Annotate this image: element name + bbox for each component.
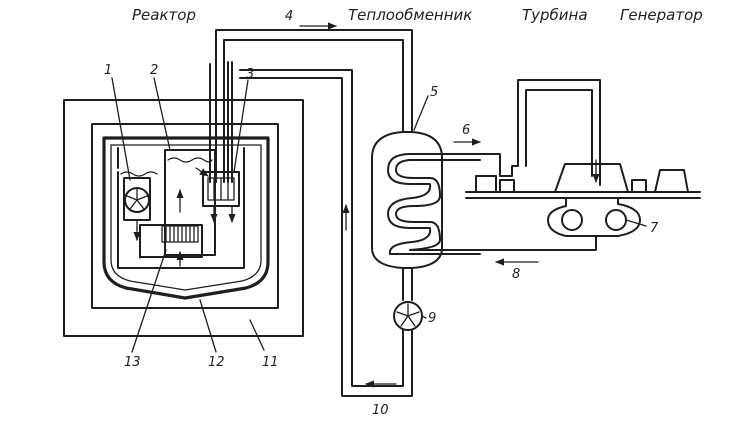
pump-impeller-icon xyxy=(393,301,423,331)
callout-9: 9 xyxy=(428,311,436,326)
fuel-elements xyxy=(161,225,199,243)
callout-3: 3 xyxy=(246,67,254,82)
callout-11: 11 xyxy=(262,355,279,370)
callout-leaders xyxy=(111,77,647,353)
return-pipe xyxy=(239,69,413,397)
header-generator: Генератор xyxy=(620,6,703,24)
callout-7: 7 xyxy=(650,221,659,236)
header-reactor: Реактор xyxy=(132,6,196,24)
callout-2: 2 xyxy=(150,63,158,78)
callout-4: 4 xyxy=(285,9,293,24)
steam-generator xyxy=(371,131,481,301)
condenser xyxy=(479,197,641,266)
callout-12: 12 xyxy=(208,355,225,370)
primary-loop-pipe xyxy=(209,22,413,183)
callout-1: 1 xyxy=(104,63,112,78)
pump-impeller-icon xyxy=(123,177,151,259)
reactor-vessel xyxy=(102,136,270,300)
inner-tank xyxy=(117,147,245,269)
callout-5: 5 xyxy=(430,85,438,100)
callout-13: 13 xyxy=(124,355,141,370)
header-heat-exchanger: Теплообменник xyxy=(348,6,472,24)
callout-6: 6 xyxy=(462,123,470,138)
callout-8: 8 xyxy=(512,267,520,282)
header-turbine: Турбина xyxy=(522,6,588,24)
turbine-generator xyxy=(465,79,701,199)
callout-10: 10 xyxy=(372,403,389,418)
intermediate-heat-exchanger xyxy=(195,167,240,223)
